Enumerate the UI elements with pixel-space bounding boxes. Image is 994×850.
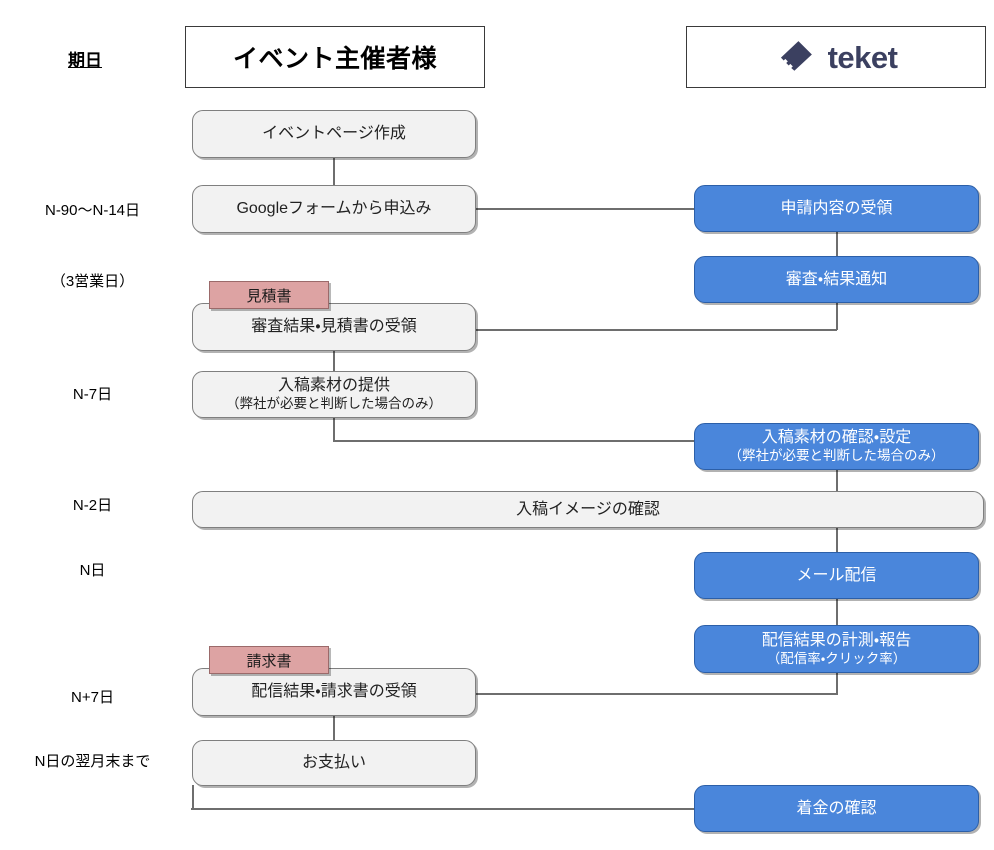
step-event-page-creation[interactable]: イベントページ作成 (192, 110, 476, 158)
step-receive-application-content[interactable]: 申請内容の受領 (694, 185, 979, 232)
connector-t5-o5-vertical (836, 673, 838, 695)
connector-o2-t1 (476, 208, 698, 210)
step-measure-and-report-delivery[interactable]: 配信結果の計測・報告 （配信率・クリック率） (694, 625, 979, 673)
step-payment[interactable]: お支払い (192, 740, 476, 786)
connector-o3-o4 (333, 351, 335, 375)
step-confirm-payment-received[interactable]: 着金の確認 (694, 785, 979, 832)
step-label-line1: Googleフォームから申込み (236, 200, 432, 217)
connector-o6-t6-vertical (192, 785, 194, 809)
connector-o5-o6 (333, 716, 335, 740)
step-label-line1: 着金の確認 (796, 799, 877, 817)
date-label-n90-n14: N-90〜N-14日 (44, 202, 141, 219)
date-label-n: N日 (79, 562, 106, 579)
connector-o1-o2 (333, 157, 335, 188)
connector-o6-t6-horizontal (191, 808, 698, 810)
connector-t3-shared (836, 470, 838, 491)
step-provide-submission-materials[interactable]: 入稿素材の提供 （弊社が必要と判断した場合のみ） (192, 371, 476, 418)
step-label-line2: （弊社が必要と判断した場合のみ） (728, 448, 945, 464)
step-label-line1: 入稿イメージの確認 (516, 500, 660, 518)
connector-t4-t5 (836, 599, 838, 625)
column-title-date: 期日 (68, 51, 102, 70)
step-check-and-configure-materials[interactable]: 入稿素材の確認・設定 （弊社が必要と判断した場合のみ） (694, 423, 979, 470)
column-title-organizer: イベント主催者様 (232, 45, 437, 73)
step-label-line1: 配信結果・請求書の受領 (251, 683, 417, 700)
connector-shared-t4 (836, 528, 838, 552)
document-tag-quote: 見積書 (209, 281, 329, 309)
connector-o4-t3-horizontal (333, 440, 698, 442)
document-tag-label: 請求書 (246, 652, 292, 670)
connector-t1-t2 (836, 232, 838, 260)
document-tag-invoice: 請求書 (209, 646, 329, 674)
date-label-3-business-days: （3営業日） (50, 273, 135, 290)
step-label-line2: （配信率・クリック率） (766, 650, 907, 666)
step-label-line1: メール配信 (796, 566, 877, 584)
step-receive-review-result-and-quote[interactable]: 審査結果・見積書の受領 (192, 303, 476, 351)
document-tag-label: 見積書 (246, 287, 292, 305)
step-label-line1: 配信結果の計測・報告 (761, 631, 912, 649)
date-label-n7: N-7日 (72, 386, 113, 403)
step-label-line1: 入稿素材の確認・設定 (761, 429, 912, 447)
date-label-n-plus-7: N+7日 (71, 689, 114, 706)
connector-t2-o3-vertical (836, 302, 838, 330)
step-label-line1: 審査・結果通知 (785, 270, 888, 288)
step-label-line1: イベントページ作成 (262, 125, 406, 142)
column-header-teket: teket (686, 26, 986, 88)
step-mail-delivery[interactable]: メール配信 (694, 552, 979, 599)
step-review-and-result-notification[interactable]: 審査・結果通知 (694, 256, 979, 303)
connector-t5-o5-horizontal (476, 693, 837, 695)
step-label-line1: お支払い (301, 754, 366, 771)
date-label-month-end: N日の翌月末まで (34, 753, 151, 770)
step-label-line1: 申請内容の受領 (780, 199, 893, 217)
step-google-form-application[interactable]: Googleフォームから申込み (192, 185, 476, 233)
step-receive-delivery-result-and-invoice[interactable]: 配信結果・請求書の受領 (192, 668, 476, 716)
step-confirm-submission-image[interactable]: 入稿イメージの確認 (192, 491, 984, 528)
ticket-icon (780, 41, 812, 71)
teket-wordmark: teket (827, 39, 898, 75)
column-header-organizer: イベント主催者様 (185, 26, 485, 88)
teket-logo: teket (775, 37, 898, 77)
step-label-line2: （弊社が必要と判断した場合のみ） (226, 396, 442, 412)
step-label-line1: 入稿素材の提供 (277, 377, 390, 395)
connector-o4-t3-vertical (333, 417, 335, 441)
connector-t2-o3-horizontal (476, 329, 837, 331)
step-label-line1: 審査結果・見積書の受領 (251, 318, 417, 335)
date-label-n2: N-2日 (72, 497, 113, 514)
